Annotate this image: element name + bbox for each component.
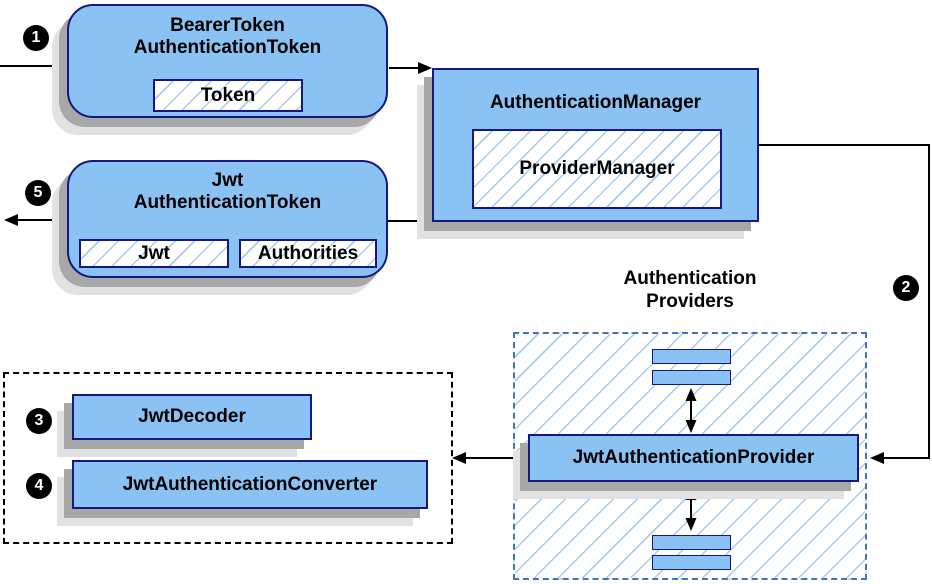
jwt-decoder-node: JwtDecoder bbox=[72, 394, 312, 440]
jwt-token-title: Jwt AuthenticationToken bbox=[69, 162, 386, 214]
jwt-token-title-line2: AuthenticationToken bbox=[133, 192, 322, 213]
bearer-token-title-line1: BearerToken bbox=[170, 15, 285, 36]
provider-stack-bar bbox=[652, 349, 731, 364]
step-3-badge: 3 bbox=[26, 408, 52, 434]
arrowhead-to-manager-icon bbox=[418, 62, 432, 74]
arrowhead-out-icon bbox=[4, 214, 18, 226]
authentication-providers-label-line2: Providers bbox=[646, 291, 734, 312]
step-1-badge: 1 bbox=[23, 25, 49, 51]
provider-manager-node: ProviderManager bbox=[472, 129, 722, 209]
jwt-authentication-token-node: Jwt AuthenticationToken Jwt Authorities bbox=[67, 160, 388, 278]
jwt-field: Jwt bbox=[79, 239, 229, 268]
bearer-token-authentication-token-node: BearerToken AuthenticationToken Token bbox=[67, 4, 388, 118]
authentication-manager-node: AuthenticationManager ProviderManager bbox=[432, 68, 759, 222]
authorities-field: Authorities bbox=[239, 239, 377, 268]
step-2-badge: 2 bbox=[893, 275, 919, 301]
authentication-providers-label: Authentication Providers bbox=[513, 267, 867, 313]
jwt-authentication-provider-node: JwtAuthenticationProvider bbox=[528, 434, 859, 482]
jwt-token-title-line1: Jwt bbox=[211, 170, 244, 191]
bearer-token-title: BearerToken AuthenticationToken bbox=[69, 6, 386, 59]
step-4-badge: 4 bbox=[26, 473, 52, 499]
authentication-providers-label-line1: Authentication bbox=[623, 268, 757, 289]
provider-stack-bar bbox=[652, 535, 731, 550]
bearer-token-title-line2: AuthenticationToken bbox=[133, 37, 322, 58]
jwt-authentication-converter-node: JwtAuthenticationConverter bbox=[72, 460, 428, 509]
arrowhead-to-provider-icon bbox=[870, 452, 884, 464]
provider-stack-bar bbox=[652, 555, 731, 570]
token-field: Token bbox=[153, 79, 303, 112]
provider-stack-bar bbox=[652, 370, 731, 385]
authentication-manager-title: AuthenticationManager bbox=[489, 92, 702, 113]
arrowhead-to-decoders-icon bbox=[452, 452, 466, 464]
step-5-badge: 5 bbox=[25, 180, 51, 206]
